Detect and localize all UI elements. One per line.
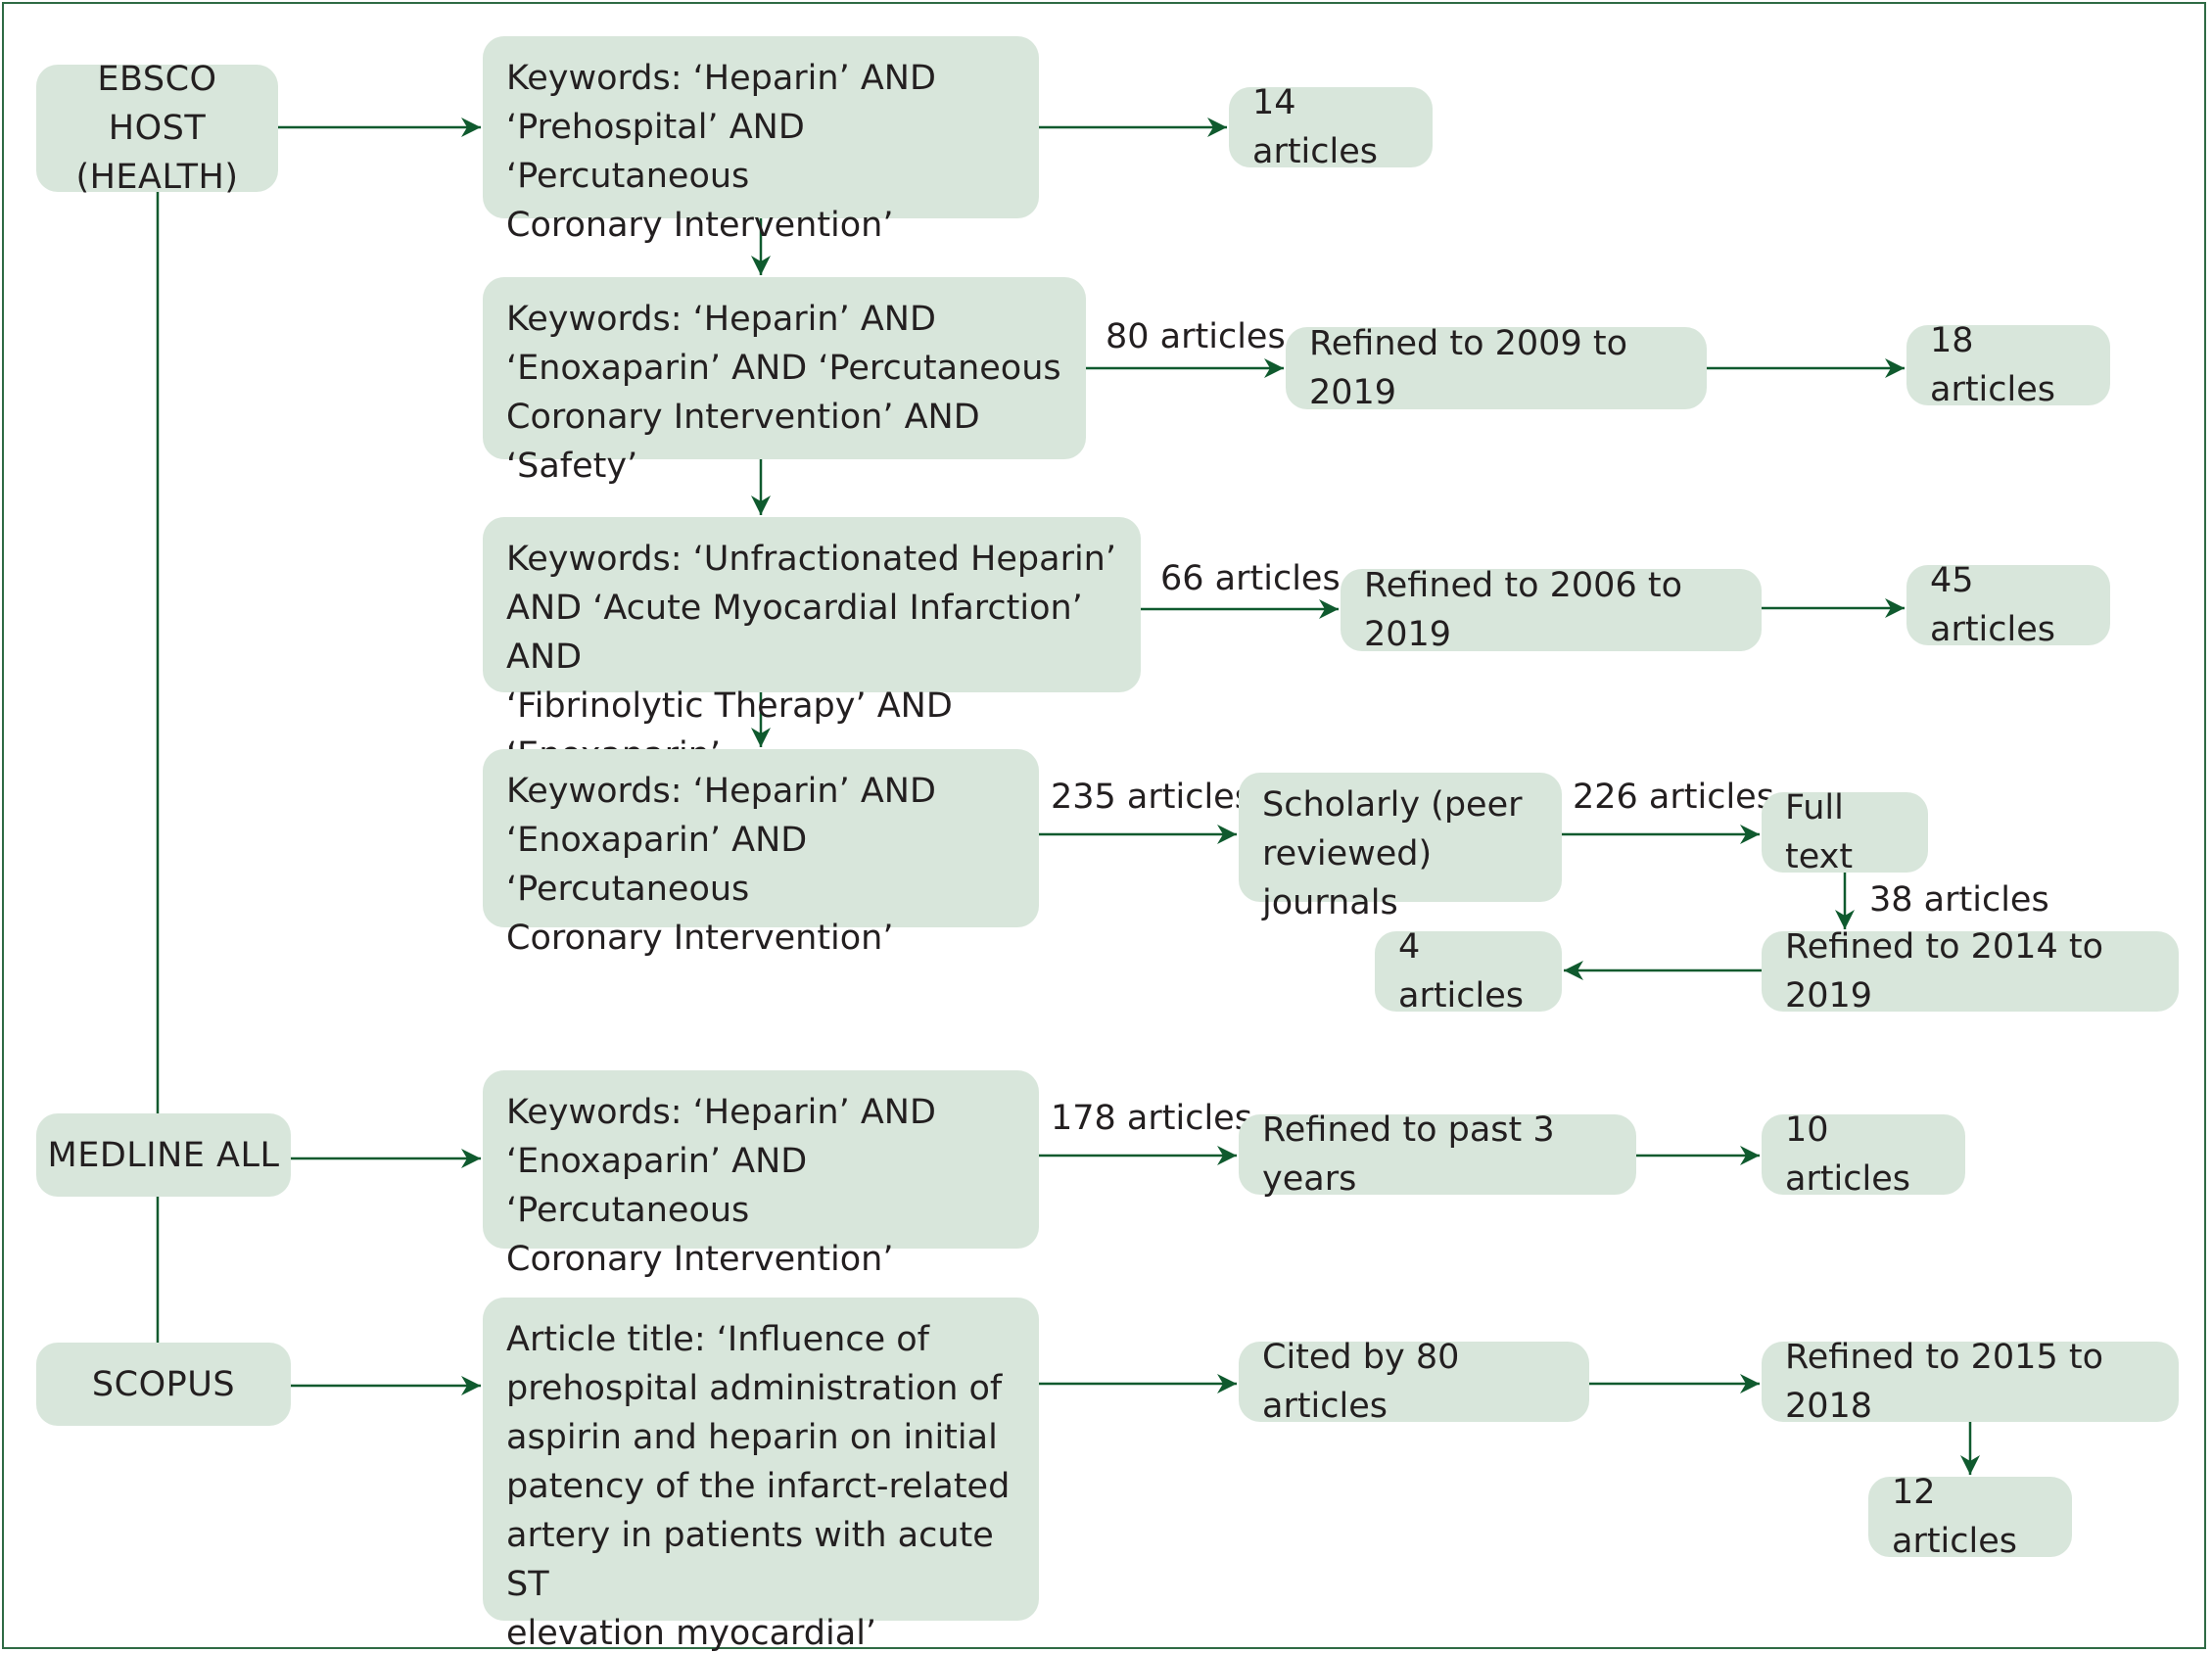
scopus-article-title: Article title: ‘Influence of prehospital… xyxy=(483,1298,1039,1653)
ebsco-result-4: 4 articles xyxy=(1375,927,1562,1015)
ebsco-scholarly-4: Scholarly (peer reviewed) journals xyxy=(1239,773,1562,922)
scopus-refine: Refined to 2015 to 2018 xyxy=(1762,1338,2179,1426)
ebsco-result-1: 14 articles xyxy=(1229,83,1433,171)
ebsco-keywords-2: Keywords: ‘Heparin’ AND ‘Enoxaparin’ AND… xyxy=(483,277,1086,486)
ebsco-refine-3: Refined to 2006 to 2019 xyxy=(1341,566,1762,654)
ebsco-keywords-1: Keywords: ‘Heparin’ AND ‘Prehospital’ AN… xyxy=(483,36,1039,245)
scopus-cited: Cited by 80 articles xyxy=(1239,1338,1589,1426)
ebsco-scholarly-count-4: 226 articles xyxy=(1573,778,1774,817)
ebsco-keywords-4: Keywords: ‘Heparin’ AND ‘Enoxaparin’ AND… xyxy=(483,749,1039,958)
ebsco-refine-2: Refined to 2009 to 2019 xyxy=(1286,324,1707,412)
medline-keywords: Keywords: ‘Heparin’ AND ‘Enoxaparin’ AND… xyxy=(483,1070,1039,1279)
scopus-result: 12 articles xyxy=(1868,1473,2072,1561)
ebsco-count-4: 235 articles xyxy=(1051,778,1252,817)
ebsco-keywords-3: Keywords: ‘Unfractionated Heparin’ AND ‘… xyxy=(483,517,1141,775)
ebsco-count-2: 80 articles xyxy=(1106,317,1286,356)
medline-refine: Refined to past 3 years xyxy=(1239,1110,1636,1199)
ebsco-count-3: 66 articles xyxy=(1160,559,1341,598)
ebsco-fulltext-count-4: 38 articles xyxy=(1869,880,2049,920)
medline-result: 10 articles xyxy=(1762,1110,1965,1199)
ebsco-refine-4: Refined to 2014 to 2019 xyxy=(1762,927,2179,1015)
medline-count: 178 articles xyxy=(1051,1099,1252,1138)
source-medline: MEDLINE ALL xyxy=(36,1113,291,1197)
source-ebsco: EBSCO HOST (HEALTH) xyxy=(36,60,278,197)
ebsco-fulltext-4: Full text xyxy=(1762,788,1928,876)
source-scopus: SCOPUS xyxy=(36,1343,291,1426)
ebsco-result-3: 45 articles xyxy=(1906,561,2110,649)
ebsco-result-2: 18 articles xyxy=(1906,321,2110,409)
